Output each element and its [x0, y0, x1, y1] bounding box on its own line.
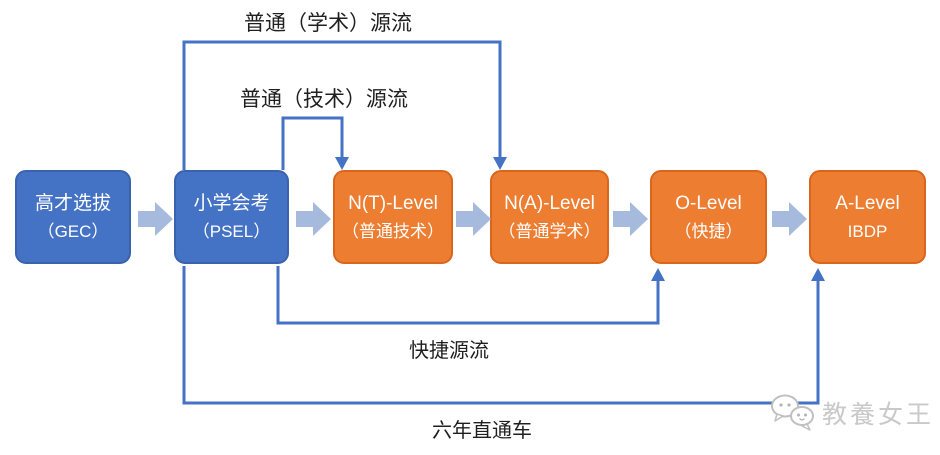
node-nt-level-title: N(T)-Level: [348, 193, 438, 214]
node-nt-level: N(T)-Level （普通技术）: [333, 170, 453, 264]
technical-stream-arrowhead-icon: [335, 157, 349, 170]
flow-chevron-icon-1: [138, 202, 173, 236]
node-gec-subtitle: （GEC）: [37, 222, 109, 241]
node-na-level-subtitle: （普通学术）: [498, 222, 601, 241]
flow-chevron-icon-2: [296, 202, 331, 236]
node-a-level-subtitle: IBDP: [847, 222, 888, 241]
express-stream-path: [276, 266, 660, 325]
label-technical-stream: 普通（技术）源流: [240, 88, 408, 111]
express-stream-arrowhead-icon: [651, 268, 665, 281]
flow-chevron-icon-4: [613, 202, 648, 236]
label-academic-stream: 普通（学术）源流: [244, 12, 412, 35]
chat-bubbles-icon: [771, 394, 814, 431]
label-express-stream: 快捷源流: [409, 340, 489, 362]
node-psel: 小学会考 （PSEL）: [174, 170, 289, 264]
watermark: 教養女王: [771, 393, 934, 433]
flow-chevron-icon-5: [772, 202, 807, 236]
node-na-level-title: N(A)-Level: [504, 193, 595, 214]
through-train-arrowhead-icon: [811, 268, 825, 281]
label-through-train: 六年直通车: [432, 420, 532, 442]
node-o-level: O-Level （快捷）: [650, 170, 767, 264]
node-a-level-title: A-Level: [835, 193, 900, 214]
node-a-level: A-Level IBDP: [809, 170, 926, 264]
node-psel-subtitle: （PSEL）: [192, 222, 271, 241]
node-o-level-title: O-Level: [675, 193, 742, 214]
academic-stream-arrowhead-icon: [493, 157, 507, 170]
node-gec-title: 高才选拔: [34, 193, 111, 214]
node-psel-title: 小学会考: [193, 193, 270, 214]
through-train-path: [182, 266, 820, 405]
node-gec: 高才选拔 （GEC）: [15, 170, 131, 264]
node-nt-level-subtitle: （普通技术）: [342, 222, 444, 241]
technical-stream-path: [281, 116, 344, 170]
flow-chevron-icon-3: [456, 202, 491, 236]
watermark-text: 教養女王: [822, 401, 935, 429]
node-na-level: N(A)-Level （普通学术）: [490, 170, 609, 264]
node-o-level-subtitle: （快捷）: [674, 222, 743, 241]
